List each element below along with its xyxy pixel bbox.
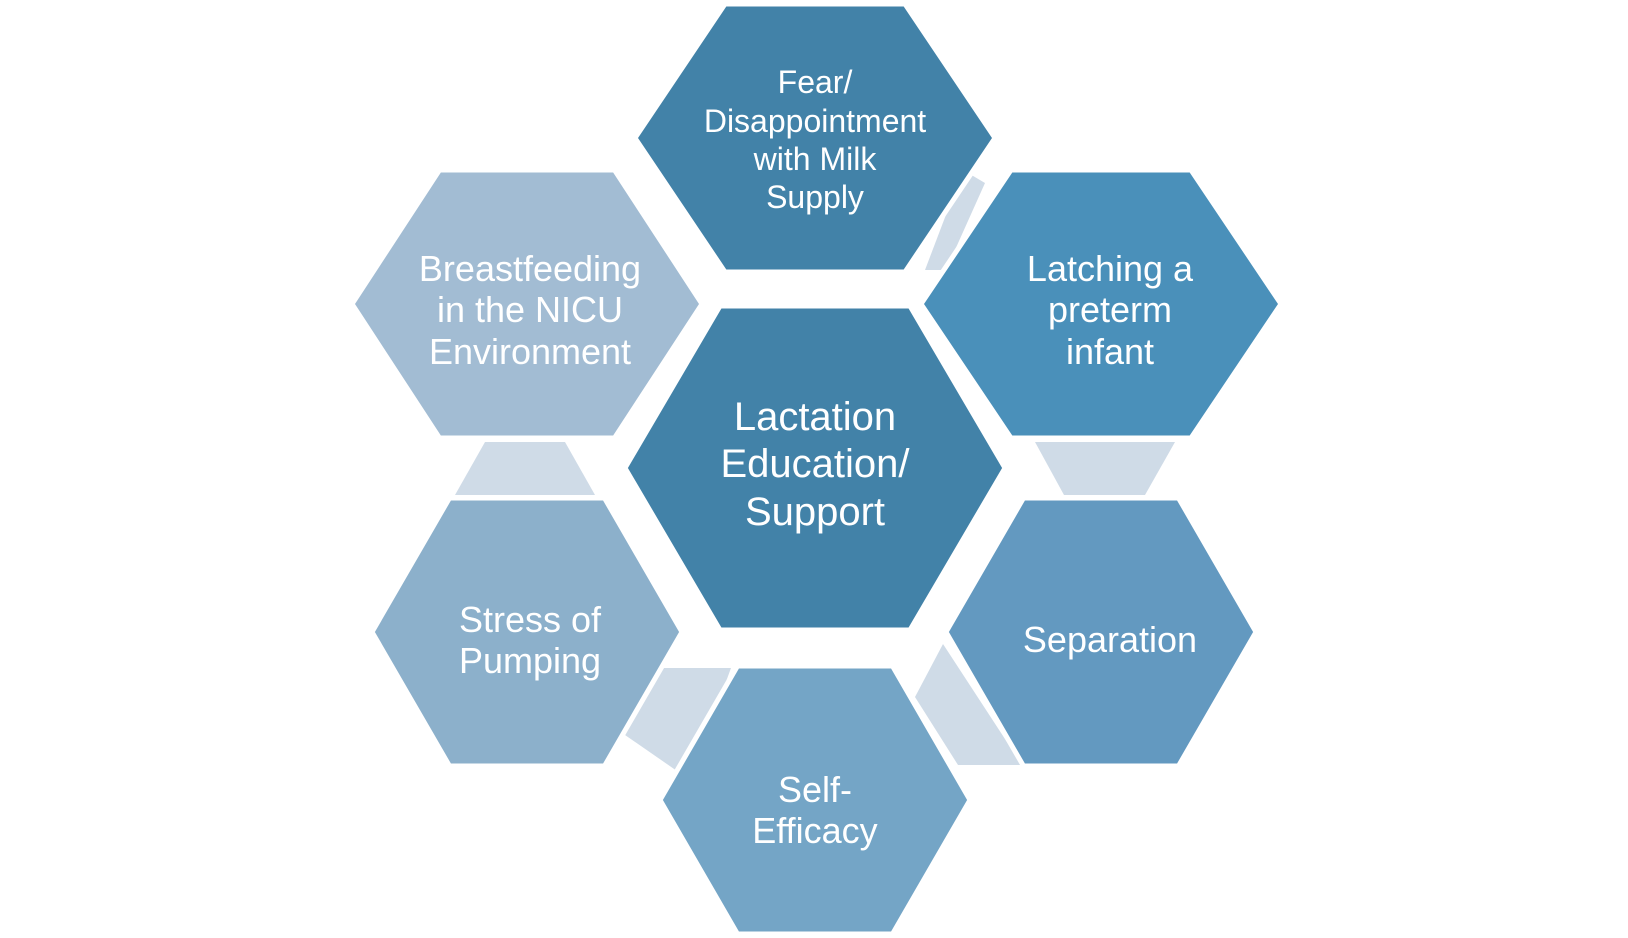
connector-lower-left-to-upper-left — [455, 442, 595, 495]
connector-upper-right-to-lower-right — [1035, 442, 1175, 495]
hexagon-separation — [943, 495, 1259, 769]
hexagon-center-lactation — [622, 303, 1008, 633]
connector-top-to-upper-right — [925, 170, 985, 270]
connector-lower-right-to-bottom — [915, 644, 1022, 765]
hexagon-breastfeeding-nicu — [349, 167, 705, 441]
hexagon-layer — [349, 1, 1285, 937]
hexagon-latching — [917, 167, 1285, 441]
hexagon-fear-disappointment — [631, 1, 999, 275]
hexagon-stress-of-pumping — [369, 495, 685, 769]
connector-bottom-to-lower-left — [625, 668, 731, 780]
connector-layer — [455, 170, 1175, 780]
